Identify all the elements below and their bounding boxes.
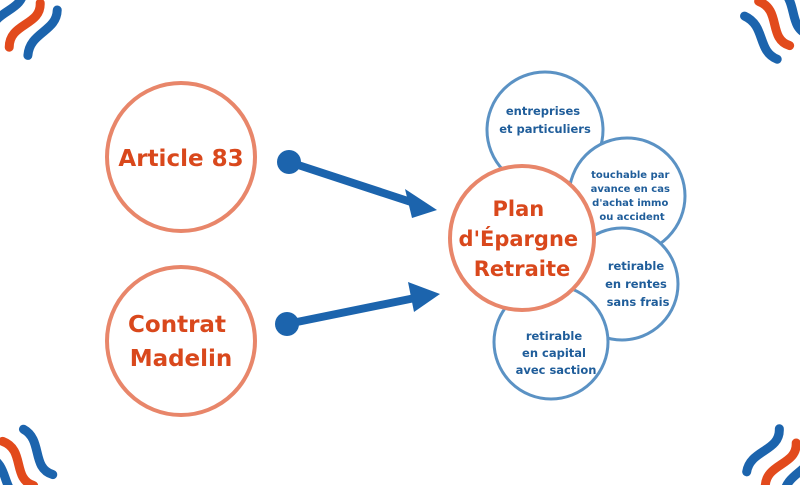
source-label-article-83: Article 83	[118, 146, 243, 172]
chain-link-icon	[741, 0, 800, 61]
feature-label-touchable: touchable par avance en cas d'achat immo…	[591, 170, 674, 223]
source-circle-article-83	[105, 81, 257, 233]
source-circle-contrat-madelin	[105, 265, 257, 417]
feature-label-capital: retirable en capital avec saction	[516, 329, 597, 377]
plan-label: Plan d'Épargne Retraite	[459, 197, 586, 281]
arrow-madelin-to-plan	[275, 282, 440, 336]
chain-link-icon	[744, 425, 800, 485]
chain-link-icon	[0, 426, 58, 485]
feature-label-entreprises: entreprises et particuliers	[499, 104, 591, 136]
chain-link-icon	[0, 0, 60, 60]
feature-label-rentes: retirable en rentes sans frais	[605, 259, 671, 309]
source-label-contrat-madelin: Contrat Madelin	[128, 312, 234, 372]
arrow-article-to-plan	[277, 150, 437, 218]
plan-epargne-retraite-circle	[448, 164, 596, 312]
